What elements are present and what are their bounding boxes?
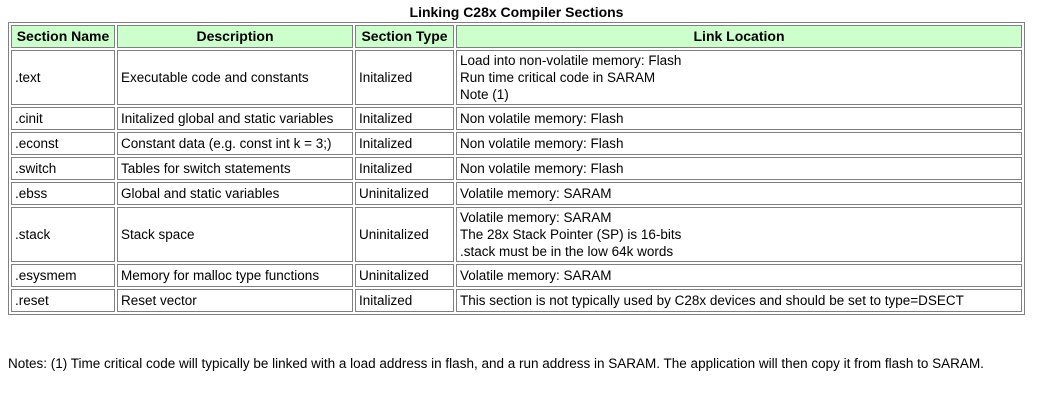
table-row: .text Executable code and constants Init… [11,50,1022,105]
cell-section-name: .ebss [11,182,115,205]
sections-table: Section Name Description Section Type Li… [8,22,1025,315]
cell-link-location: Volatile memory: SARAM The 28x Stack Poi… [456,207,1022,262]
table-row: .switch Tables for switch statements Ini… [11,157,1022,180]
cell-section-type: Initalized [355,50,454,105]
link-location-line: Note (1) [460,87,509,102]
cell-description: Memory for malloc type functions [117,264,353,287]
table-title: Linking C28x Compiler Sections [409,4,624,20]
cell-link-location: Volatile memory: SARAM [456,264,1022,287]
cell-link-location: Volatile memory: SARAM [456,182,1022,205]
cell-section-type: Initalized [355,289,454,312]
notes-text: Notes: (1) Time critical code will typic… [8,356,984,371]
table-row: .cinit Initalized global and static vari… [11,107,1022,130]
link-location-line: The 28x Stack Pointer (SP) is 16-bits [460,227,682,242]
table-row: .ebss Global and static variables Uninit… [11,182,1022,205]
link-location-line: Non volatile memory: Flash [460,161,624,176]
link-location-line: .stack must be in the low 64k words [460,244,674,259]
cell-link-location: Non volatile memory: Flash [456,132,1022,155]
table-row: .econst Constant data (e.g. const int k … [11,132,1022,155]
cell-description: Constant data (e.g. const int k = 3;) [117,132,353,155]
cell-link-location: Non volatile memory: Flash [456,107,1022,130]
link-location-line: Load into non-volatile memory: Flash [460,53,682,68]
link-location-line: Non volatile memory: Flash [460,111,624,126]
header-section-type: Section Type [355,25,454,48]
table-row: .reset Reset vector Initalized This sect… [11,289,1022,312]
cell-link-location: Load into non-volatile memory: Flash Run… [456,50,1022,105]
cell-description: Initalized global and static variables [117,107,353,130]
cell-section-name: .reset [11,289,115,312]
cell-section-name: .switch [11,157,115,180]
cell-section-type: Initalized [355,157,454,180]
cell-link-location: Non volatile memory: Flash [456,157,1022,180]
cell-description: Reset vector [117,289,353,312]
link-location-line: Volatile memory: SARAM [460,210,612,225]
link-location-line: This section is not typically used by C2… [460,293,964,308]
cell-section-type: Uninitalized [355,264,454,287]
header-row: Section Name Description Section Type Li… [11,25,1022,48]
cell-section-type: Initalized [355,132,454,155]
cell-section-type: Uninitalized [355,207,454,262]
cell-section-name: .stack [11,207,115,262]
cell-link-location: This section is not typically used by C2… [456,289,1022,312]
cell-description: Tables for switch statements [117,157,353,180]
header-link-location: Link Location [456,25,1022,48]
cell-section-name: .econst [11,132,115,155]
table-row: .stack Stack space Uninitalized Volatile… [11,207,1022,262]
link-location-line: Run time critical code in SARAM [460,70,656,85]
cell-section-name: .cinit [11,107,115,130]
cell-description: Stack space [117,207,353,262]
cell-section-type: Uninitalized [355,182,454,205]
link-location-line: Volatile memory: SARAM [460,268,612,283]
cell-description: Executable code and constants [117,50,353,105]
header-section-name: Section Name [11,25,115,48]
link-location-line: Volatile memory: SARAM [460,186,612,201]
table-row: .esysmem Memory for malloc type function… [11,264,1022,287]
header-description: Description [117,25,353,48]
cell-section-name: .text [11,50,115,105]
cell-section-name: .esysmem [11,264,115,287]
link-location-line: Non volatile memory: Flash [460,136,624,151]
cell-description: Global and static variables [117,182,353,205]
cell-section-type: Initalized [355,107,454,130]
